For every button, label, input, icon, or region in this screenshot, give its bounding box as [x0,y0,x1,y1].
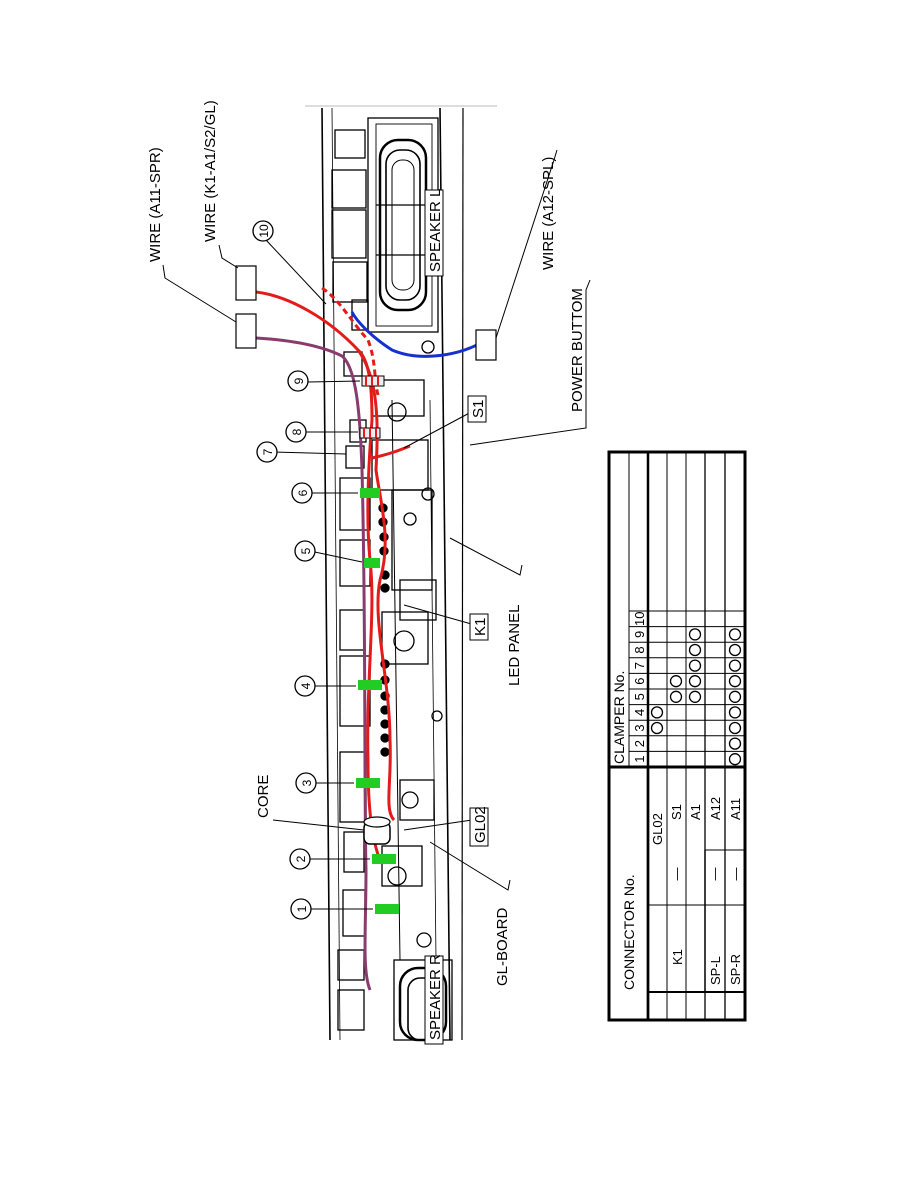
clamp-2 [372,854,396,864]
clamper-callout-9: 9 [287,370,309,392]
table-mark-circle [688,659,702,672]
table-clamper-number: 4 [632,709,647,716]
label-power-buttom: POWER BUTTOM [569,288,586,412]
table-clamper-number: 3 [632,724,647,731]
table-mark-circle [650,721,664,735]
clamper-callout-7: 7 [256,441,278,463]
table-clamper-number: 5 [632,693,647,700]
red-wire-s1 [371,444,411,460]
table-clamper-number: 9 [632,631,647,638]
striped-screws [359,375,385,439]
table-mark-circle [650,706,664,719]
table-mark-circle [728,737,742,750]
clamper-number-callouts: 1 2 3 4 5 6 7 8 9 10 [252,220,317,920]
clamp-1 [375,904,399,914]
label-gl-board: GL-BOARD [494,907,511,986]
clamper-callout-label: 4 [299,682,313,689]
clamp-5 [364,558,380,568]
table-clamper-number: 8 [632,646,647,653]
table-text: CONNECTOR No. CLAMPER No. 1 2 3 4 5 6 7 8 9 10GL0… [611,612,743,990]
table-mark-circle [728,628,742,641]
wire-end-box-a12 [475,329,497,361]
table-mark-circle [728,643,742,657]
label-speaker-r: SPEAKER R [427,954,444,1040]
clamper-callout-1: 1 [290,898,312,920]
callout-labels: WIRE (A11-SPR) WIRE (K1-A1/S2/GL) WIRE (… [147,100,586,986]
table-mark-circle [728,659,742,672]
table-clamper-number: 6 [632,678,647,685]
clamper-callout-label: 7 [261,448,275,455]
clamper-callout-4: 4 [294,675,316,697]
clamper-callout-label: 1 [295,905,309,912]
leader-lines [162,149,591,910]
table-connector-cell: S1 [669,804,684,820]
clamper-callout-label: 3 [300,779,314,786]
table-group-label: K1 [670,949,685,965]
clamper-callout-label: 6 [296,489,310,496]
clamper-callout-8: 8 [285,421,307,443]
clamper-callout-6: 6 [291,482,313,504]
table-mark-circle [688,675,702,688]
wire-end-box-k1 [235,265,257,301]
clamper-callout-label: 8 [290,428,304,435]
table-mark-circle [688,690,702,703]
clamps [356,488,399,914]
table-mark-circle [728,706,742,719]
clamper-callout-5: 5 [294,540,316,562]
clamper-callout-label: 5 [299,547,313,554]
label-speaker-l: SPEAKER L [427,189,444,272]
table-connector-cell: A12 [708,797,723,820]
clamper-table [607,450,747,1022]
purple-wire-a11 [255,336,372,991]
table-mark-circle [669,690,683,703]
clamp-4 [358,680,382,690]
table-dash: — [728,868,743,881]
table-mark-circle [688,643,702,657]
table-mark-circle [728,753,742,766]
blue-wire-a12 [350,311,487,358]
clamper-callout-3: 3 [295,772,317,794]
table-mark-circle [728,721,742,735]
table-clamper-number: 7 [632,662,647,669]
clamper-callout-label: 10 [257,224,271,238]
wire-end-box-a11 [235,313,257,349]
table-connector-cell: GL02 [650,813,665,845]
clamper-callout-label: 9 [292,377,306,384]
red-wire-k1-main [255,290,382,861]
table-connector-cell: A1 [688,804,703,820]
core-ferrite [363,816,391,845]
clamper-callout-label: 2 [294,855,308,862]
label-gl02: GL02 [472,806,489,843]
label-k1: K1 [472,618,489,636]
table-dash: — [669,868,684,881]
table-connector-header: CONNECTOR No. [621,874,637,990]
label-core: CORE [255,775,272,818]
table-group-label: SP-L [708,956,723,985]
table-mark-circle [669,675,683,688]
label-wire-k1-a1-s2-gl: WIRE (K1-A1/S2/GL) [202,100,219,242]
label-wire-a11-spr: WIRE (A11-SPR) [147,147,164,262]
clamp-3 [356,778,380,788]
clamper-callout-10: 10 [252,220,274,242]
table-clamper-number: 1 [632,756,647,763]
label-led-panel: LED PANEL [506,605,523,686]
table-mark-circle [688,628,702,641]
table-clamper-number: 10 [632,612,647,626]
table-clamper-number: 2 [632,740,647,747]
boxed-labels: SPEAKER L SPEAKER R S1 K1 GL02 [424,189,489,1045]
clamp-6 [360,488,380,498]
table-group-label: SP-R [728,954,743,985]
table-connector-cell: A11 [728,798,743,820]
label-s1: S1 [470,400,487,418]
table-dash: — [707,868,722,881]
table-clamper-header: CLAMPER No. [611,671,627,764]
table-mark-circle [728,675,742,688]
table-mark-circle [728,690,742,703]
wires [255,286,487,991]
label-wire-a12-spl: WIRE (A12-SPL) [540,157,557,270]
clamper-callout-2: 2 [289,848,311,870]
